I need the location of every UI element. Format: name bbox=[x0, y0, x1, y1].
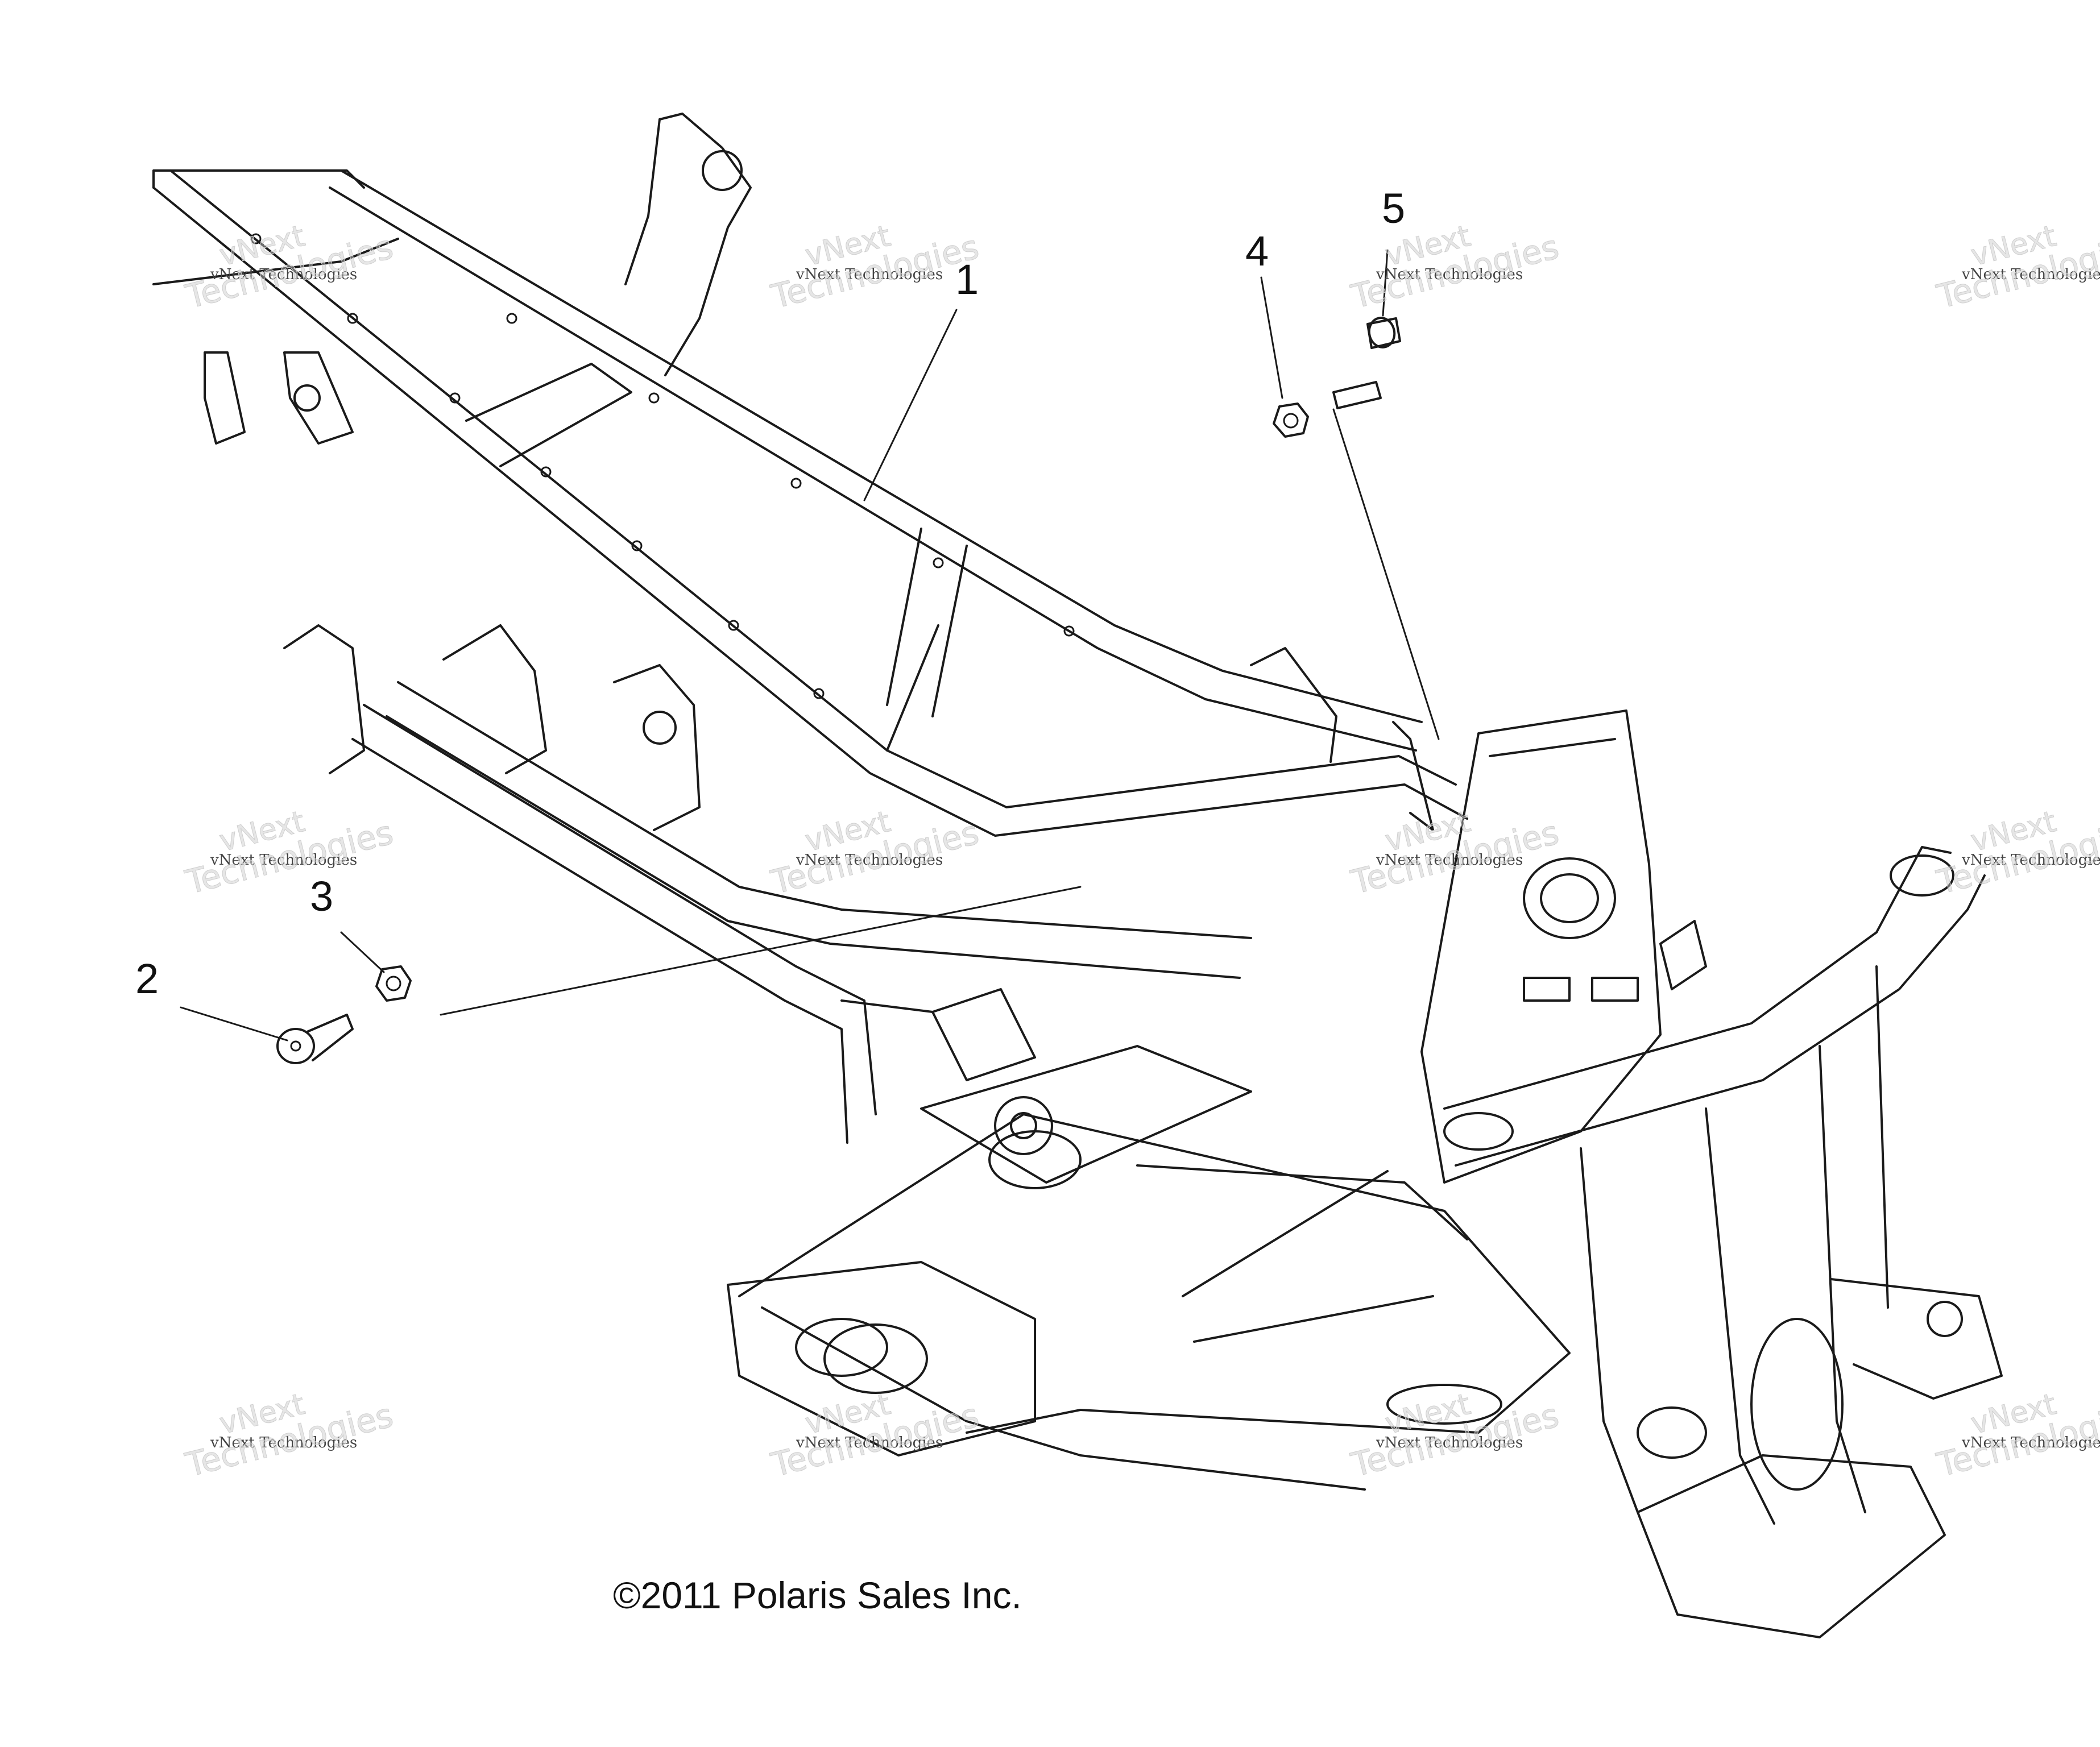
lower-frame bbox=[283, 624, 2003, 1638]
callout-5[interactable]: 5 bbox=[1382, 185, 1406, 232]
callout-3[interactable]: 3 bbox=[310, 873, 334, 920]
part-3-nut bbox=[375, 965, 412, 1002]
part-5-bolt bbox=[1332, 317, 1401, 409]
callout-1[interactable]: 1 bbox=[955, 256, 979, 303]
callout-2[interactable]: 2 bbox=[135, 955, 159, 1002]
part-2-bolt bbox=[276, 1014, 354, 1064]
copyright-text: ©2011 Polaris Sales Inc. bbox=[613, 1574, 1022, 1616]
part-4-nut bbox=[1273, 402, 1309, 438]
leader-lines bbox=[180, 249, 1440, 1041]
upper-frame-rail bbox=[152, 113, 1468, 837]
callout-4[interactable]: 4 bbox=[1245, 227, 1269, 275]
